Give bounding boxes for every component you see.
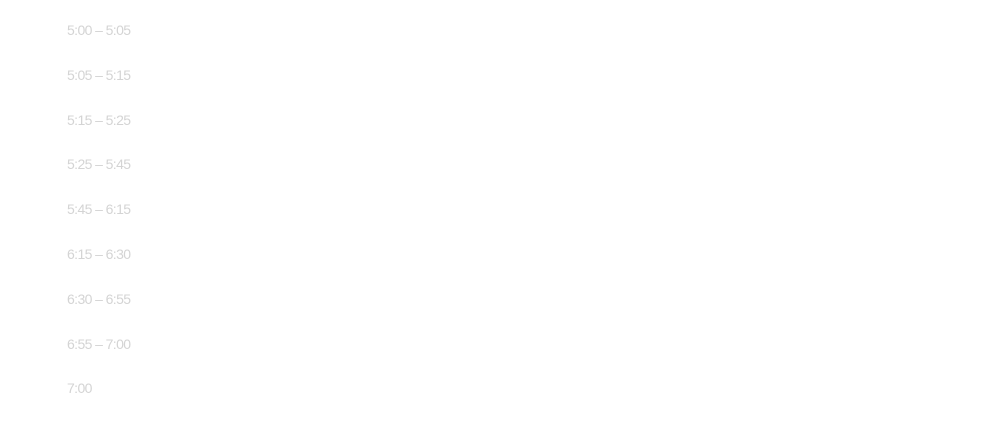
time-slot: 5:05 – 5:15 (67, 66, 131, 83)
time-slot: 5:25 – 5:45 (67, 156, 131, 173)
time-slot: 6:55 – 7:00 (67, 335, 131, 352)
time-slot: 5:15 – 5:25 (67, 111, 131, 128)
time-slot: 5:00 – 5:05 (67, 22, 131, 38)
time-slot: 6:30 – 6:55 (67, 290, 131, 307)
time-slot: 7:00 (67, 380, 92, 397)
time-slot: 6:15 – 6:30 (67, 245, 131, 262)
time-slot: 5:45 – 6:15 (67, 201, 131, 218)
schedule-time-list: 5:00 – 5:05 5:05 – 5:15 5:15 – 5:25 5:25… (67, 20, 367, 423)
